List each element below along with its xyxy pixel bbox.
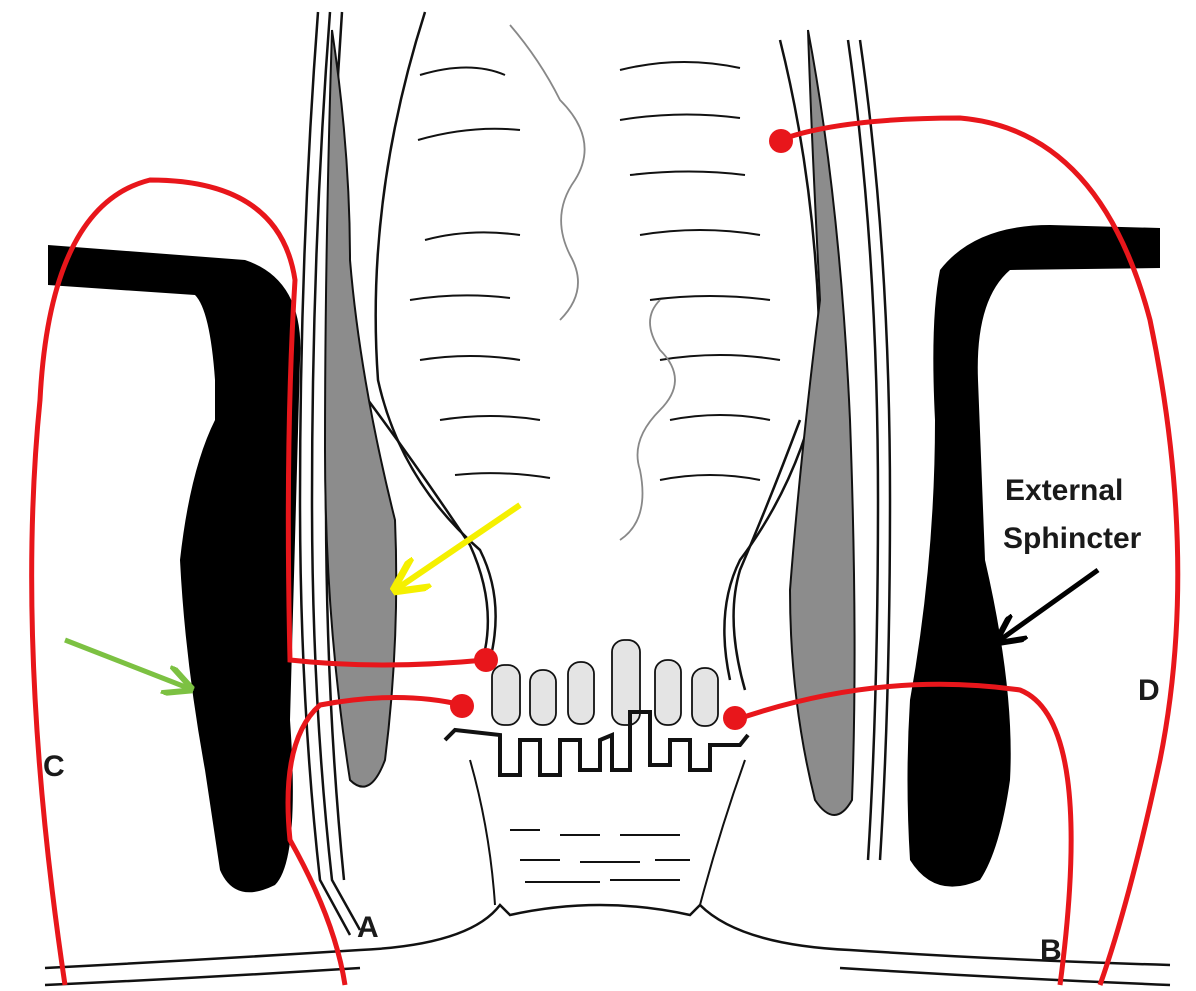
rectal-lumen-lines (510, 25, 675, 540)
anal-canal (470, 760, 745, 905)
tract-b (735, 684, 1071, 985)
external-sphincter-left (48, 245, 300, 892)
skin-surface (45, 905, 1170, 985)
anal-columns (492, 640, 718, 726)
label-a: A (357, 911, 379, 944)
external-sphincter-label-line1: External (1005, 474, 1123, 507)
green-arrow-icon (65, 640, 188, 688)
label-b: B (1040, 934, 1062, 967)
external-sphincter-label-line2: Sphincter (1003, 522, 1142, 555)
black-arrow-icon (1000, 570, 1098, 640)
label-c: C (43, 750, 65, 783)
label-d: D (1138, 674, 1160, 707)
rectal-folds (410, 62, 780, 480)
yellow-arrow-icon (398, 505, 520, 588)
external-sphincter-right (908, 225, 1161, 887)
